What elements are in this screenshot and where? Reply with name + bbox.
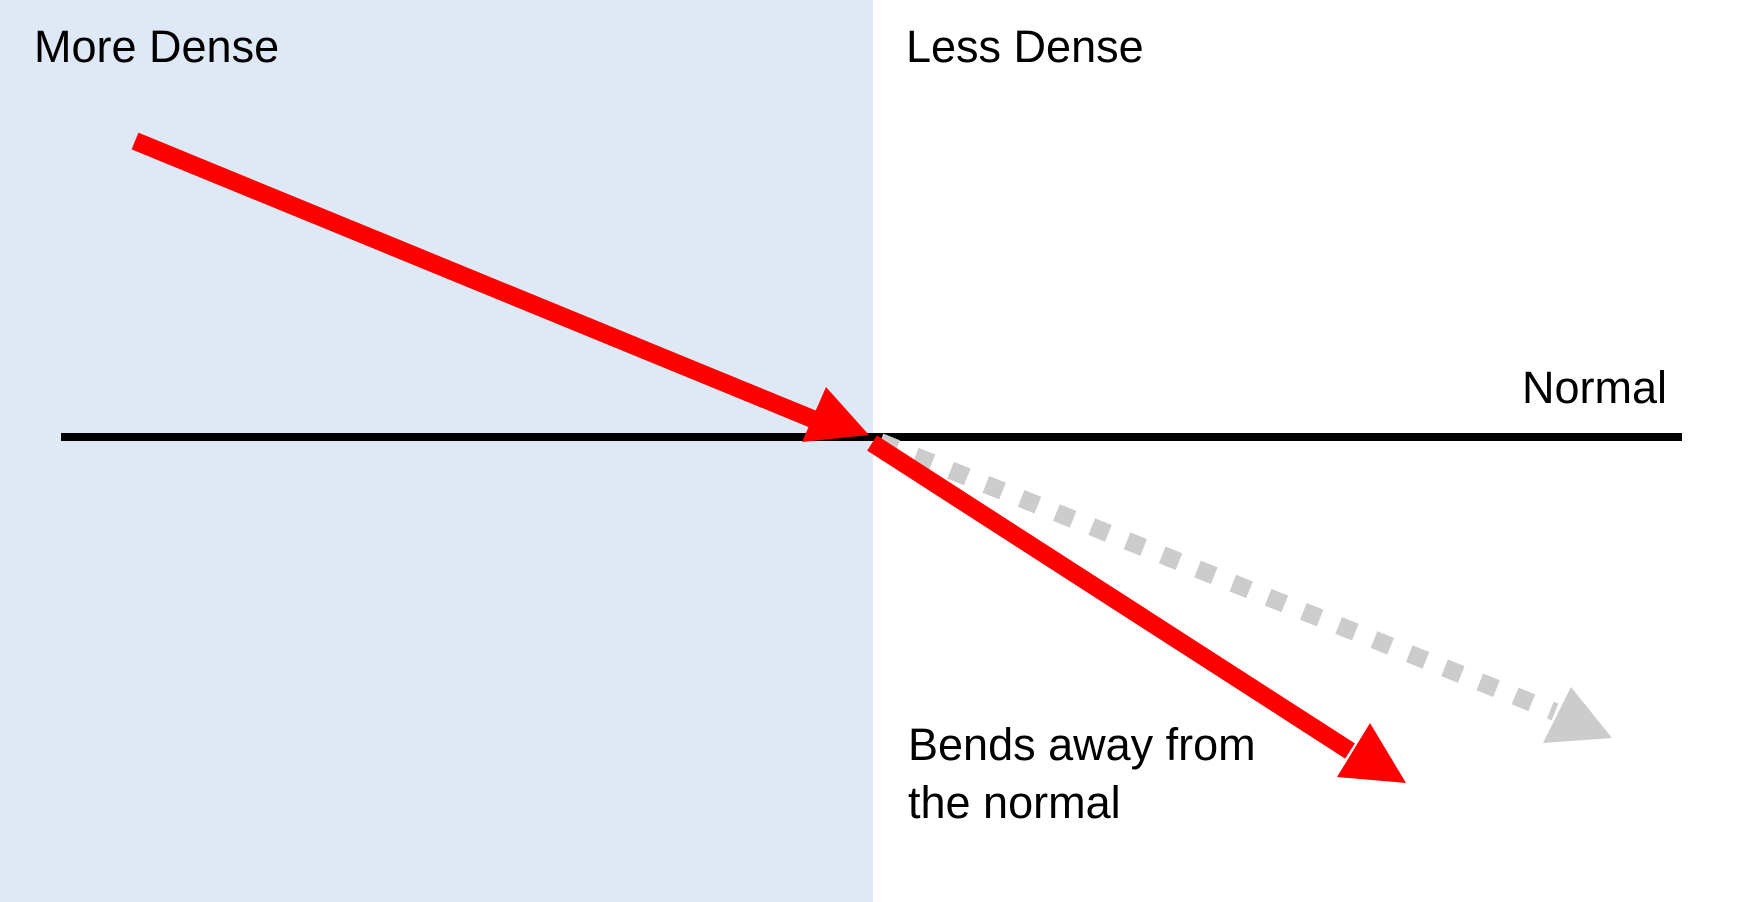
normal-label: Normal — [1522, 362, 1668, 413]
incident-ray-arrowhead — [802, 387, 869, 442]
undeviated-path-arrowhead — [1543, 687, 1612, 743]
undeviated-path-dotted — [876, 433, 1559, 721]
more-dense-label: More Dense — [34, 21, 280, 72]
incident-ray — [131, 132, 824, 431]
bends-away-label-line-2: the normal — [908, 777, 1121, 828]
refracted-ray-arrowhead — [1337, 723, 1406, 783]
bends-away-label: Bends away from the normal — [908, 716, 1256, 832]
bends-away-label-line-1: Bends away from — [908, 719, 1256, 770]
less-dense-label: Less Dense — [906, 21, 1144, 72]
refracted-ray — [867, 435, 1355, 759]
